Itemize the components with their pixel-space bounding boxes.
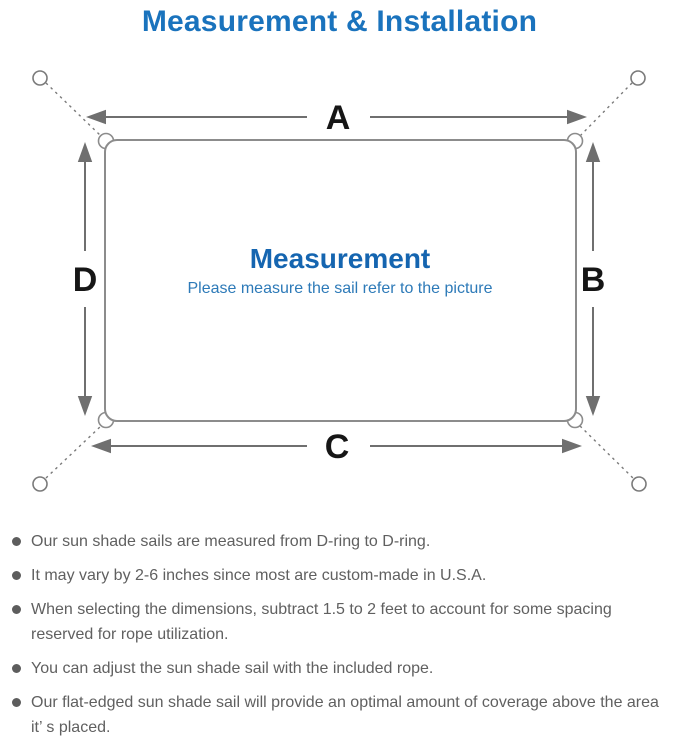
tie-rope-dashed-line [45,425,102,479]
list-item: Our flat-edged sun shade sail will provi… [12,690,667,740]
diagram-heading: Measurement [250,243,431,274]
arrowhead-up-icon [77,142,93,162]
dimension-label-d: D [73,261,98,299]
tie-rope-dashed-line [45,82,102,137]
diagram-subtitle: Please measure the sail refer to the pic… [187,280,492,297]
bullet-dot [12,571,21,580]
arrowhead-down-icon [585,396,601,416]
arrowhead-up-icon [585,142,601,162]
anchor-ring-icon [32,70,48,86]
list-item: When selecting the dimensions, subtract … [12,597,667,647]
note-text: You can adjust the sun shade sail with t… [31,660,434,677]
note-text: Our flat-edged sun shade sail will provi… [31,694,659,736]
list-item: Our sun shade sails are measured from D-… [12,529,667,554]
measurement-diagram: A C D B Measurement Please meas [32,70,647,492]
dimension-label-b: B [581,261,606,299]
arrowhead-left-icon [86,109,106,125]
anchor-ring-icon [631,476,647,492]
list-item: You can adjust the sun shade sail with t… [12,656,667,681]
anchor-ring-icon [32,476,48,492]
bullet-dot [12,605,21,614]
arrowhead-right-icon [567,109,587,125]
arrowhead-left-icon [91,438,111,454]
bullet-dot [12,698,21,707]
anchor-ring-icon [630,70,646,86]
notes-list: Our sun shade sails are measured from D-… [0,529,679,740]
dimension-arrow-b: B [581,142,606,416]
bullet-dot [12,537,21,546]
tie-rope-dashed-line [579,82,633,137]
dimension-arrow-a: A [86,99,587,137]
note-text: It may vary by 2-6 inches since most are… [31,567,487,584]
note-text: Our sun shade sails are measured from D-… [31,533,431,550]
measurement-infographic: Measurement & Installation A [0,5,679,744]
list-item: It may vary by 2-6 inches since most are… [12,563,667,588]
page-title: Measurement & Installation [141,5,538,38]
dimension-label-c: C [325,428,350,466]
dimension-label-a: A [326,99,351,137]
note-text: When selecting the dimensions, subtract … [31,601,612,643]
tie-rope-dashed-line [579,425,634,479]
arrowhead-down-icon [77,396,93,416]
dimension-arrow-d: D [73,142,98,416]
arrowhead-right-icon [562,438,582,454]
bullet-dot [12,664,21,673]
dimension-arrow-c: C [91,428,582,466]
sail-outline [104,139,577,422]
